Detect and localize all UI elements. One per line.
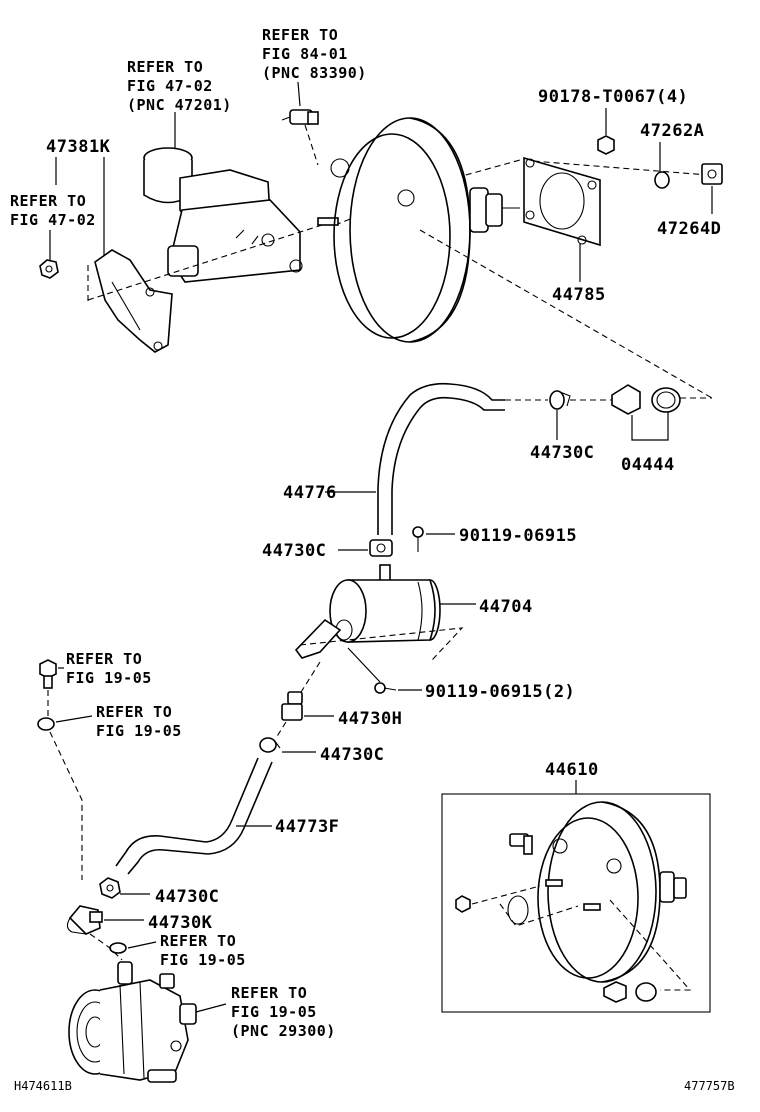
bracket-icon	[94, 249, 173, 353]
label-04444: 04444	[621, 455, 675, 475]
label-44730K: 44730K	[148, 913, 213, 933]
gasket-icon	[37, 717, 55, 731]
hose-icon	[115, 757, 259, 867]
ref-line: (PNC 47201)	[127, 96, 232, 114]
screw-icon	[412, 526, 424, 552]
refer-fig-19-05-b: REFER TO FIG 19-05	[96, 703, 182, 740]
assembly-box	[441, 793, 711, 1013]
leader-04444	[631, 412, 669, 441]
label-44610: 44610	[545, 760, 599, 780]
label-44704: 44704	[479, 597, 533, 617]
ref-line: FIG 84-01	[262, 45, 348, 63]
hose-icon	[377, 382, 505, 535]
nut-icon	[455, 895, 471, 913]
vacuum-sensor-icon	[281, 109, 319, 125]
ref-line: (PNC 83390)	[262, 64, 367, 82]
ref-line: REFER TO	[231, 984, 307, 1002]
label-44730C-3: 44730C	[320, 745, 384, 765]
check-valve-icon	[611, 384, 681, 415]
check-valve-icon	[603, 981, 657, 1003]
refer-fig-19-05-a: REFER TO FIG 19-05	[66, 650, 152, 687]
union-bolt-icon	[39, 659, 57, 689]
ref-line: REFER TO	[127, 58, 203, 76]
hose-clamp-icon	[549, 390, 571, 410]
leader-47381K	[55, 157, 105, 255]
clevis-icon	[701, 163, 723, 185]
refer-fig-19-05-pnc: REFER TO FIG 19-05 (PNC 29300)	[231, 984, 336, 1040]
washer-icon	[654, 171, 670, 189]
label-90119-2: 90119-06915(2)	[425, 682, 575, 702]
label-90178: 90178-T0067(4)	[538, 87, 688, 107]
refer-fig-47-02: REFER TO FIG 47-02	[10, 192, 96, 229]
ref-line: FIG 47-02	[10, 211, 96, 229]
refer-fig-84-01: REFER TO FIG 84-01 (PNC 83390)	[262, 26, 367, 82]
ref-line: REFER TO	[160, 932, 236, 950]
ref-line: REFER TO	[10, 192, 86, 210]
ref-line: (PNC 29300)	[231, 1022, 336, 1040]
ref-line: REFER TO	[66, 650, 142, 668]
nut-icon	[597, 135, 615, 155]
label-44776: 44776	[283, 483, 337, 503]
label-47262A: 47262A	[640, 121, 704, 141]
brake-booster-assembly-icon	[537, 801, 687, 983]
hose-clamp-icon	[259, 737, 281, 753]
nut-icon	[39, 259, 59, 279]
gasket-icon	[523, 156, 601, 247]
label-47264D: 47264D	[657, 219, 721, 239]
vacuum-pump-icon	[68, 961, 197, 1083]
leader-ref-83390	[297, 81, 301, 107]
label-90119-1: 90119-06915	[459, 526, 577, 546]
hose-connector-icon	[281, 691, 303, 721]
footer-right-code: 477757B	[684, 1079, 735, 1093]
ref-line: FIG 19-05	[160, 951, 246, 969]
refer-fig-19-05-c: REFER TO FIG 19-05	[160, 932, 246, 969]
gasket-icon	[109, 942, 127, 954]
label-44730C-1: 44730C	[530, 443, 594, 463]
label-44730C-2: 44730C	[262, 541, 326, 561]
label-47381K: 47381K	[46, 137, 111, 157]
ref-line: REFER TO	[96, 703, 172, 721]
gasket-icon	[507, 895, 529, 925]
hose-clamp-icon	[369, 539, 393, 557]
footer-left-code: H474611B	[14, 1079, 72, 1093]
hose-fitting-icon	[66, 905, 103, 935]
label-44730H: 44730H	[338, 709, 402, 729]
vacuum-tank-icon	[294, 564, 441, 659]
label-44785: 44785	[552, 285, 606, 305]
ref-line: FIG 19-05	[96, 722, 182, 740]
bolt-icon	[374, 682, 397, 694]
label-44730C-4: 44730C	[155, 887, 219, 907]
hose-clamp-icon	[99, 877, 121, 899]
ref-line: FIG 19-05	[66, 669, 152, 687]
vacuum-sensor-icon	[509, 833, 533, 855]
ref-line: REFER TO	[262, 26, 338, 44]
master-cylinder-icon	[143, 147, 303, 283]
refer-fig-47-02-pnc: REFER TO FIG 47-02 (PNC 47201)	[127, 58, 232, 114]
ref-line: FIG 19-05	[231, 1003, 317, 1021]
ref-line: FIG 47-02	[127, 77, 213, 95]
brake-booster-icon	[330, 117, 520, 343]
label-44773F: 44773F	[275, 817, 339, 837]
